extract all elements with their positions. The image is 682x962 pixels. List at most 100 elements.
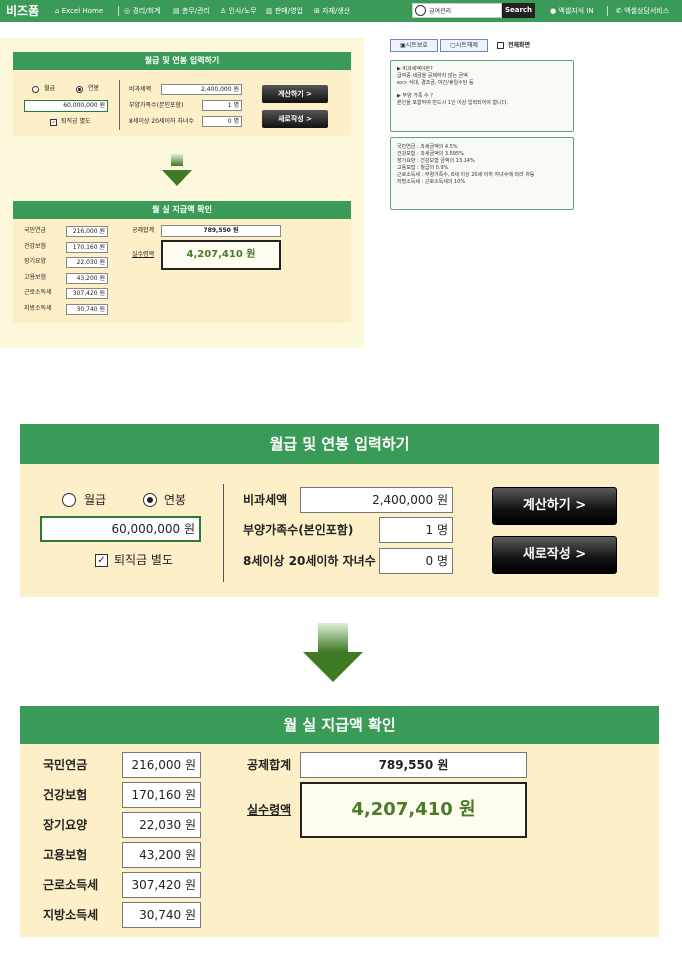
result-value: 22,030 원 [122,812,201,838]
phone-icon: ✆ [616,7,622,15]
deduction-label: 공제합계 [247,758,292,772]
small-result-label: 지방소득세 [24,304,52,312]
small-children-input[interactable]: 0 명 [202,116,242,127]
nav-divider [118,6,119,16]
down-arrow-icon [303,623,363,683]
severance-checkbox[interactable]: ✓ [95,554,108,567]
result-label: 장기요양 [43,818,88,832]
small-net-label: 실수령액 [132,251,155,258]
nontax-label: 비과세액 [243,493,288,507]
small-result-label: 건강보험 [24,242,47,250]
net-pay-value: 4,207,410 원 [300,782,527,838]
nav-divider [607,6,608,16]
input-divider [223,484,224,582]
info-line: 장기요양 : 건강보험 금액의 13.14% [397,158,475,164]
home-icon: ⌂ [55,7,60,15]
nontax-input[interactable]: 2,400,000 원 [300,487,453,513]
nav-excel-home[interactable]: ⌂ Excel Home [55,7,104,15]
small-children-label: 8세이상 20세이하 자녀수 [129,118,194,125]
info-line: 급여중 세금을 공제하지 않는 금액 [397,73,468,79]
small-down-arrow-icon [169,154,185,170]
small-severance-checkbox[interactable]: ✓ [50,119,57,126]
small-calc-button[interactable]: 계산하기 > [262,85,328,103]
result-value: 30,740 원 [122,902,201,928]
small-deduction-value: 789,550 원 [161,225,281,237]
fullscreen-checkbox[interactable] [497,42,504,49]
deduction-value: 789,550 원 [300,752,527,778]
info-line: 건강보험 : 과세금액의 3.595% [397,151,464,157]
nav-excel-knowledge[interactable]: ● 엑셀지식 IN [550,7,594,15]
small-nontax-label: 비과세액 [129,86,152,93]
small-radio-annual[interactable] [76,86,83,93]
nav-consulting[interactable]: ✆ 엑셀상담서비스 [616,7,670,15]
top-nav-bar: 비즈폼 ⌂ Excel Home ◎ 경리/회계 ▤ 총무/관리 ♙ 인사/노무… [0,0,682,22]
reset-button[interactable]: 새로작성 > [492,536,617,574]
search-button[interactable]: Search [502,3,535,18]
children-label: 8세이상 20세이하 자녀수 [243,554,376,568]
radio-monthly[interactable] [62,493,76,507]
folder-icon: ▤ [173,7,180,15]
small-reset-button[interactable]: 새로작성 > [262,110,328,128]
small-result-value: 22,030 원 [66,257,108,268]
radio-annual-label: 연봉 [164,493,187,507]
result-label: 지방소득세 [43,908,99,922]
result-panel-title: 월 실 지급액 확인 [20,706,659,744]
nav-hr[interactable]: ♙ 인사/노무 [220,7,257,15]
lock-icon: ▣ [400,42,406,49]
radio-annual[interactable] [143,493,157,507]
result-value: 170,160 원 [122,782,201,808]
salary-input[interactable]: 60,000,000 원 [40,516,201,542]
small-result-value: 30,740 원 [66,303,108,315]
small-nontax-input[interactable]: 2,400,000 원 [161,84,242,95]
dependents-label: 부양가족수(본인포함) [243,523,354,537]
small-result-label: 고용보험 [24,273,47,281]
brand-logo[interactable]: 비즈폼 [6,4,40,18]
info-line: ▶ 비과세액이란? [397,66,433,72]
calc-button[interactable]: 계산하기 > [492,487,617,525]
small-radio-monthly[interactable] [32,86,39,93]
nav-materials[interactable]: ⊞ 자재/생산 [314,7,351,15]
small-down-arrow-head [162,170,192,186]
small-result-value: 307,420 원 [66,288,108,299]
nav-sales[interactable]: ▥ 판매/영업 [266,7,303,15]
small-result-title: 월 실 지급액 확인 [13,201,351,219]
nav-accounting[interactable]: ◎ 경리/회계 [124,7,161,15]
bulb-icon: ● [550,7,557,15]
small-result-label: 장기요양 [24,258,47,265]
info-line: 본인을 포함하여 반드시 1인 이상 입력되어야 합니다. [397,100,508,106]
small-dependents-input[interactable]: 1 명 [202,100,242,111]
info-line: 고용보험 : 월급의 0.9% [397,165,449,171]
info-line: ▶ 부양 가족 수 ? [397,93,433,99]
radio-monthly-label: 월급 [84,493,107,507]
sheet-protect-tab[interactable]: ▣시트보호 [390,39,438,52]
small-result-value: 170,160 원 [66,241,108,253]
small-dependents-label: 부양가족수(본인포함) [129,102,184,109]
small-radio-annual-label: 연봉 [88,85,100,92]
small-input-title: 월급 및 연봉 입력하기 [13,52,351,70]
result-value: 307,420 원 [122,872,201,898]
small-result-value: 216,000 원 [66,226,108,237]
result-value: 216,000 원 [122,752,201,778]
small-divider [119,80,120,130]
small-net-value: 4,207,410 원 [161,240,281,270]
small-radio-monthly-label: 월급 [44,85,56,92]
small-result-label: 국민연금 [24,227,47,234]
search-icon [415,5,426,16]
info-line: ex> 식대, 경조금, 야간/휴일수당 등 [397,80,474,86]
search-box [412,3,502,18]
search-input[interactable] [429,5,499,16]
dependents-input[interactable]: 1 명 [379,517,453,543]
small-salary-input[interactable]: 60,000,000 원 [24,100,108,112]
small-deduction-label: 공제합계 [132,227,155,234]
children-input[interactable]: 0 명 [379,548,453,574]
net-pay-label: 실수령액 [247,803,292,817]
coin-icon: ◎ [124,7,131,15]
result-label: 고용보험 [43,848,88,862]
result-label: 근로소득세 [43,878,99,892]
small-severance-label: 퇴직금 별도 [61,118,91,125]
nav-general-affairs[interactable]: ▤ 총무/관리 [173,7,210,15]
info-line: 근로소득세 : 부양가족수, 8세 이상 20세 이하 자녀수에 따라 차등 [397,172,535,178]
severance-label: 퇴직금 별도 [114,553,174,567]
result-label: 국민연금 [43,758,88,772]
sheet-unprotect-tab[interactable]: ▢시트해제 [440,39,488,52]
